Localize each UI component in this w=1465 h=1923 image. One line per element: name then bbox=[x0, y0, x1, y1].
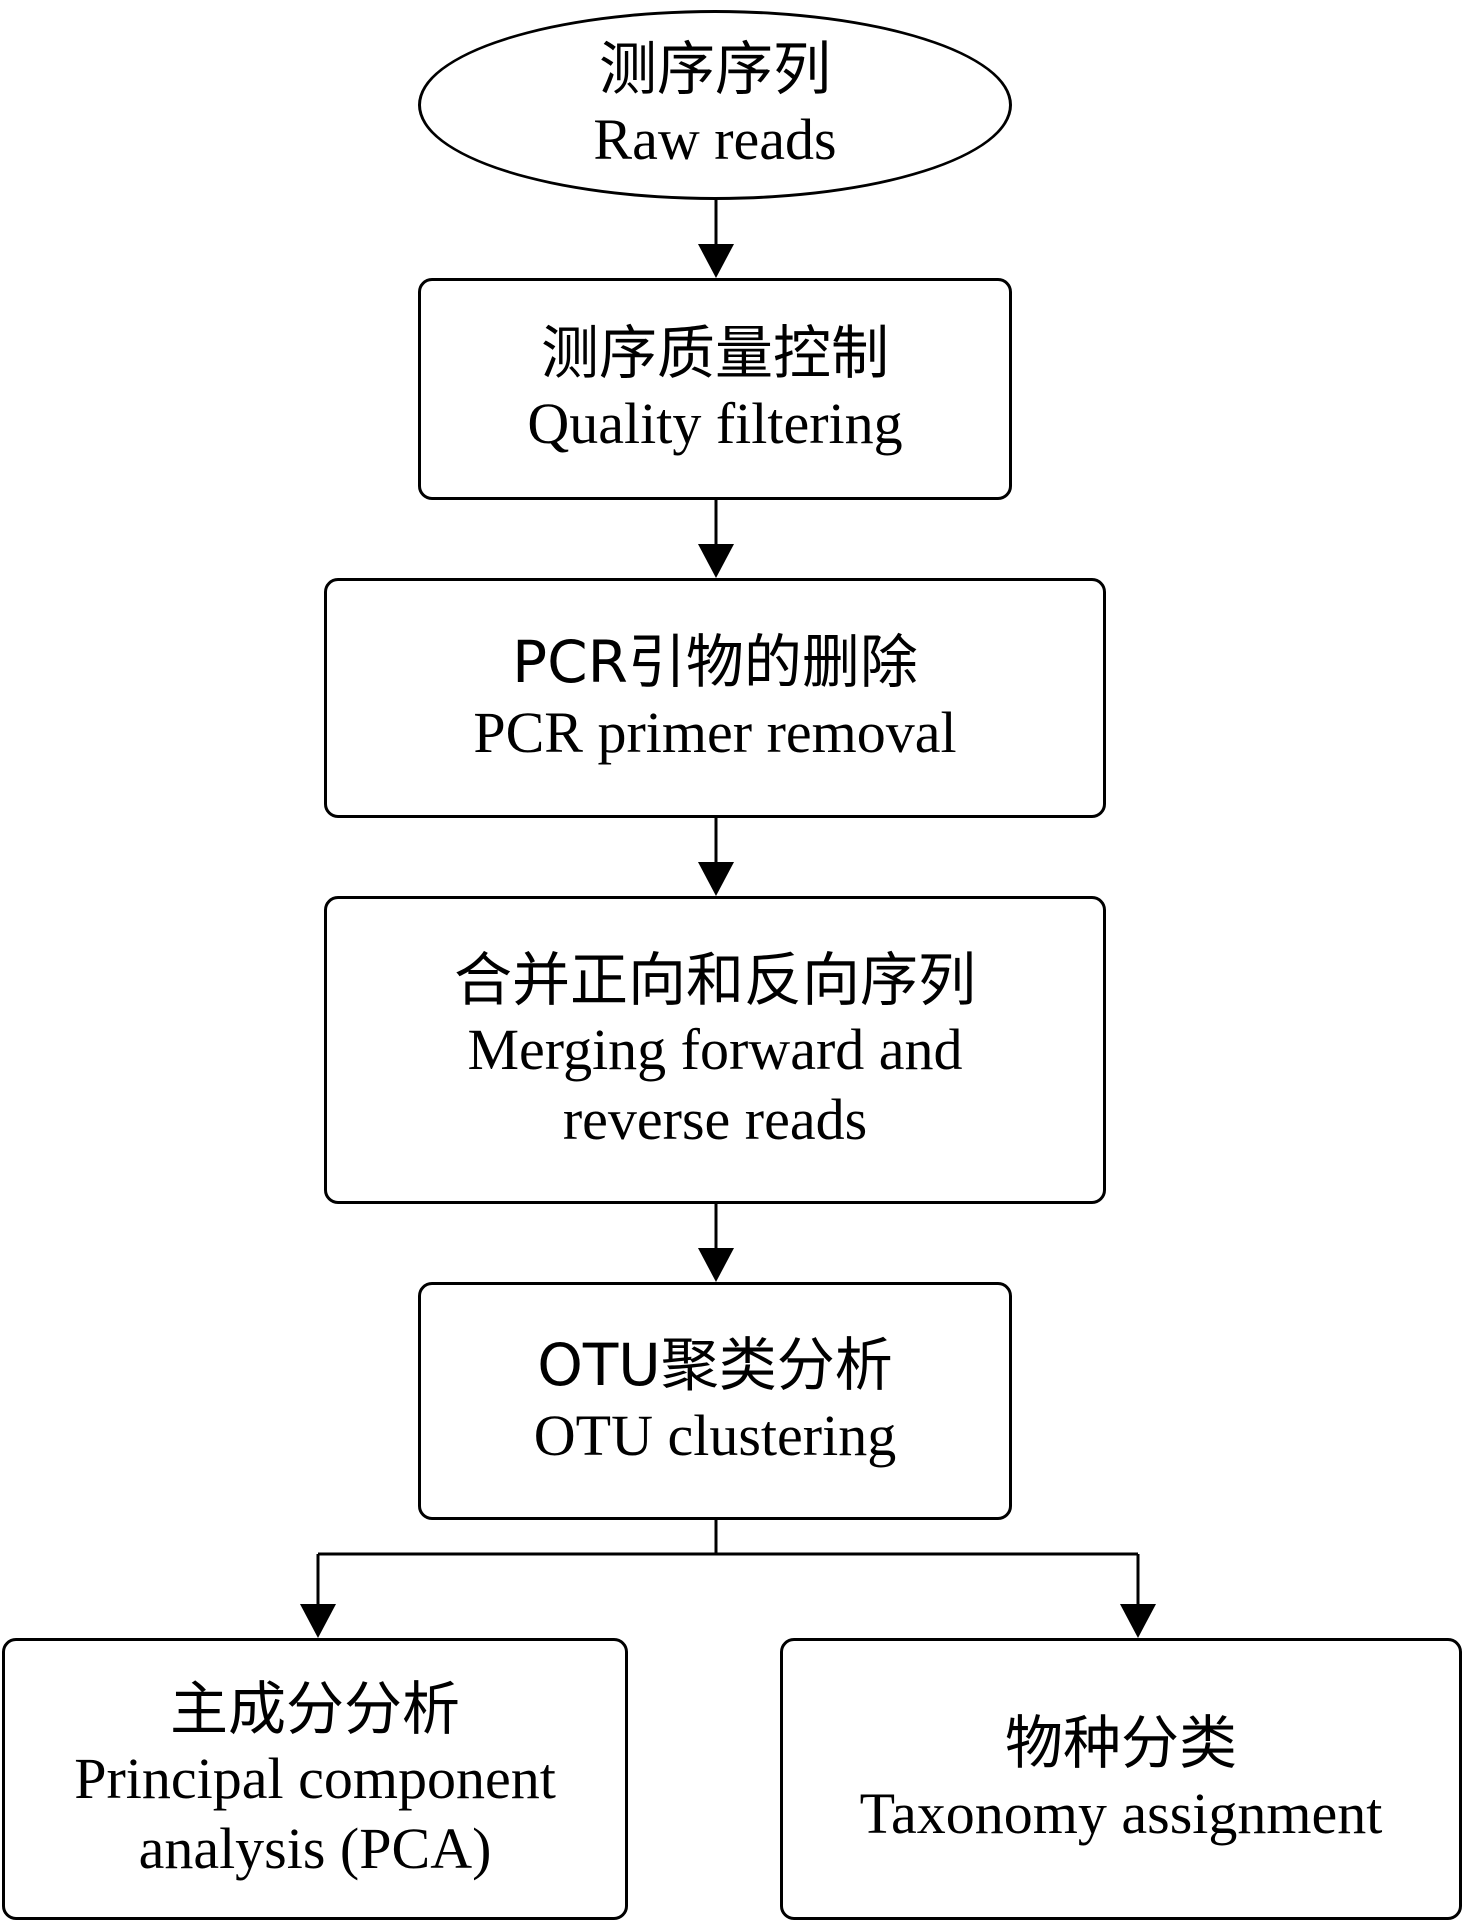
node-otu-clustering-en: OTU clustering bbox=[533, 1403, 897, 1468]
arrowhead-split-to-taxonomy bbox=[1120, 1604, 1156, 1638]
arrowhead-pcr-to-merging bbox=[698, 862, 734, 896]
node-taxonomy-assignment: 物种分类 Taxonomy assignment bbox=[780, 1638, 1462, 1920]
node-raw-reads-zh: 测序序列 bbox=[598, 35, 831, 104]
node-pcr-primer-removal-zh: PCR引物的删除 bbox=[512, 628, 918, 697]
node-pca-en: Principal component analysis (PCA) bbox=[74, 1746, 556, 1881]
node-otu-clustering-zh: OTU聚类分析 bbox=[537, 1331, 893, 1400]
node-raw-reads-en: Raw reads bbox=[593, 107, 837, 172]
arrowhead-quality-to-pcr bbox=[698, 544, 734, 578]
node-pca-zh: 主成分分析 bbox=[169, 1674, 460, 1743]
node-pca: 主成分分析 Principal component analysis (PCA) bbox=[2, 1638, 628, 1920]
node-merging-reads-en: Merging forward and reverse reads bbox=[467, 1017, 963, 1152]
node-quality-filtering-en: Quality filtering bbox=[527, 391, 903, 456]
arrowhead-merging-to-otu bbox=[698, 1248, 734, 1282]
node-pcr-primer-removal-en: PCR primer removal bbox=[473, 700, 957, 765]
node-otu-clustering: OTU聚类分析 OTU clustering bbox=[418, 1282, 1012, 1520]
node-taxonomy-assignment-zh: 物种分类 bbox=[1004, 1709, 1237, 1778]
node-quality-filtering-zh: 测序质量控制 bbox=[540, 319, 889, 388]
node-merging-reads: 合并正向和反向序列 Merging forward and reverse re… bbox=[324, 896, 1106, 1204]
node-quality-filtering: 测序质量控制 Quality filtering bbox=[418, 278, 1012, 500]
node-taxonomy-assignment-en: Taxonomy assignment bbox=[859, 1781, 1383, 1846]
node-pcr-primer-removal: PCR引物的删除 PCR primer removal bbox=[324, 578, 1106, 818]
arrowhead-split-to-pca bbox=[300, 1604, 336, 1638]
arrowhead-raw-to-quality bbox=[698, 244, 734, 278]
node-merging-reads-zh: 合并正向和反向序列 bbox=[453, 945, 976, 1014]
node-raw-reads: 测序序列 Raw reads bbox=[418, 10, 1012, 200]
